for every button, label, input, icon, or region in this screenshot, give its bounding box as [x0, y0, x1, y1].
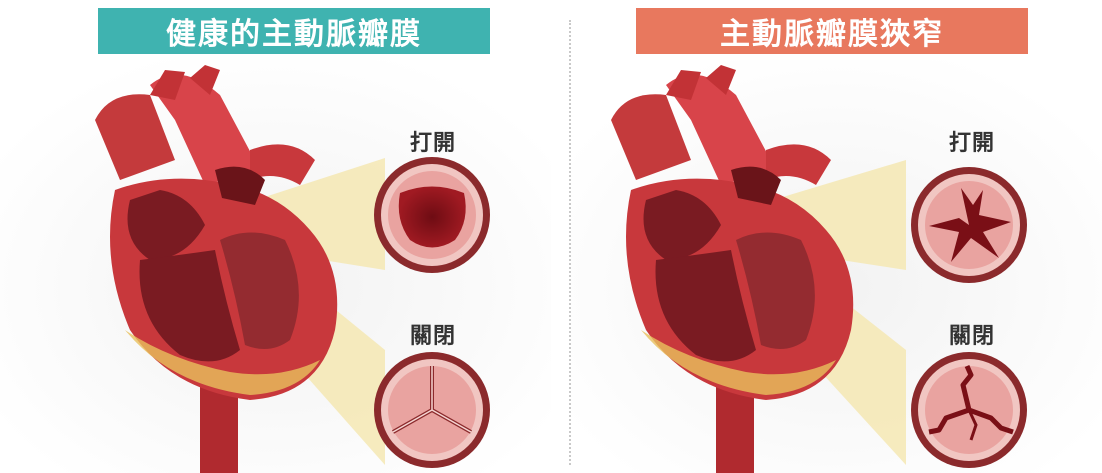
valve-closed-stenosis: [911, 352, 1027, 468]
valve-open-healthy: [374, 157, 490, 273]
stenosis-title: 主動脈瓣膜狹窄: [720, 9, 944, 53]
healthy-panel: 健康的主動脈瓣膜 打開 關閉: [0, 0, 551, 473]
healthy-closed-label: 關閉: [410, 318, 456, 350]
valve-open-stenosis: [911, 167, 1027, 283]
healthy-title-banner: 健康的主動脈瓣膜: [98, 8, 490, 54]
valve-closed-healthy: [374, 352, 490, 468]
stenosis-title-banner: 主動脈瓣膜狹窄: [636, 8, 1028, 54]
healthy-title: 健康的主動脈瓣膜: [166, 9, 422, 53]
stenosis-panel: 主動脈瓣膜狹窄 打開 關閉: [551, 0, 1102, 473]
stenosis-open-label: 打開: [949, 125, 995, 157]
healthy-illustration: [0, 0, 551, 473]
healthy-open-label: 打開: [410, 125, 456, 157]
stenosis-illustration: [551, 0, 1102, 473]
stenosis-closed-label: 關閉: [949, 318, 995, 350]
